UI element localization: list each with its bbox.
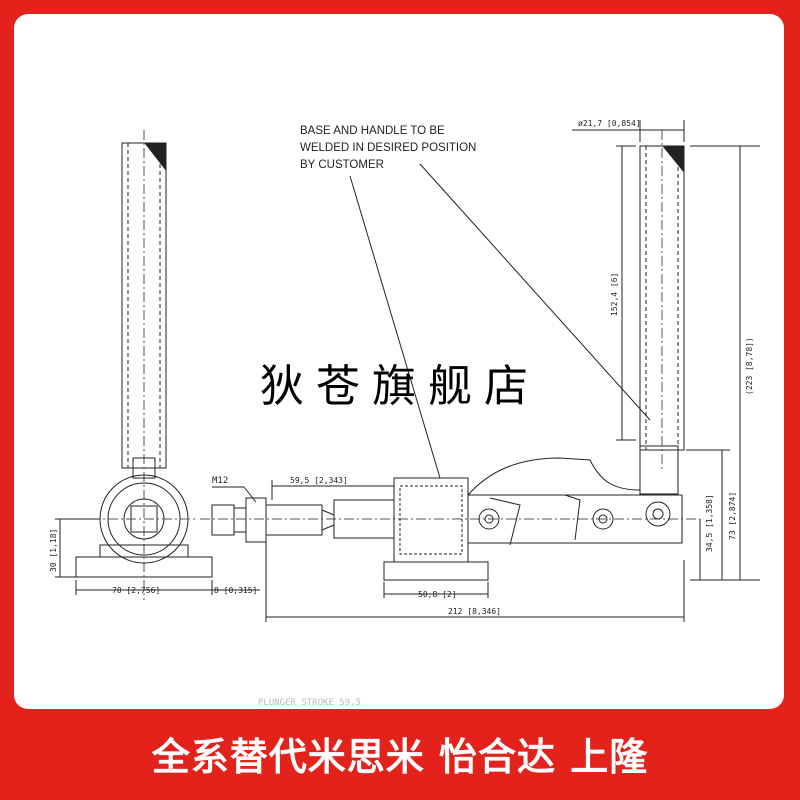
dim-total-length: 212 [8,346] xyxy=(448,607,501,616)
dim-base-thickness: 8 [0,315] xyxy=(214,586,257,595)
dim-stroke: 59,5 [2,343] xyxy=(290,476,348,485)
dim-thread: M12 xyxy=(212,476,228,486)
dim-total-height: (223 [8,78]) xyxy=(745,337,754,395)
right-handle-tip xyxy=(661,145,685,174)
dim-body-height: 73 [2,874] xyxy=(728,492,737,540)
technical-drawing: BASE AND HANDLE TO BE WELDED IN DESIRED … xyxy=(49,119,760,622)
note-line-3: BY CUSTOMER xyxy=(300,159,384,171)
faint-footer-text: PLUNGER STROKE 59,5 xyxy=(258,698,361,708)
left-handle-tip xyxy=(143,142,167,172)
dim-handle-length: 152,4 [6] xyxy=(610,273,619,316)
dim-axis-height: 34,5 [1,358] xyxy=(705,494,714,552)
bottom-banner-text: 全系替代米思米 怡合达 上隆 xyxy=(151,735,649,779)
dim-foot-width: 50,8 [2] xyxy=(418,590,457,599)
dim-base-width: 70 [2,756] xyxy=(112,586,160,595)
dim-handle-dia: ø21,7 [0,854] xyxy=(578,119,641,128)
drawing-frame: BASE AND HANDLE TO BE WELDED IN DESIRED … xyxy=(14,14,784,709)
note-line-2: WELDED IN DESIRED POSITION xyxy=(300,142,476,154)
store-watermark: 狄苍旗舰店 xyxy=(260,361,540,412)
dim-base-height: 30 [1,18] xyxy=(49,529,58,572)
note-line-1: BASE AND HANDLE TO BE xyxy=(300,125,445,137)
